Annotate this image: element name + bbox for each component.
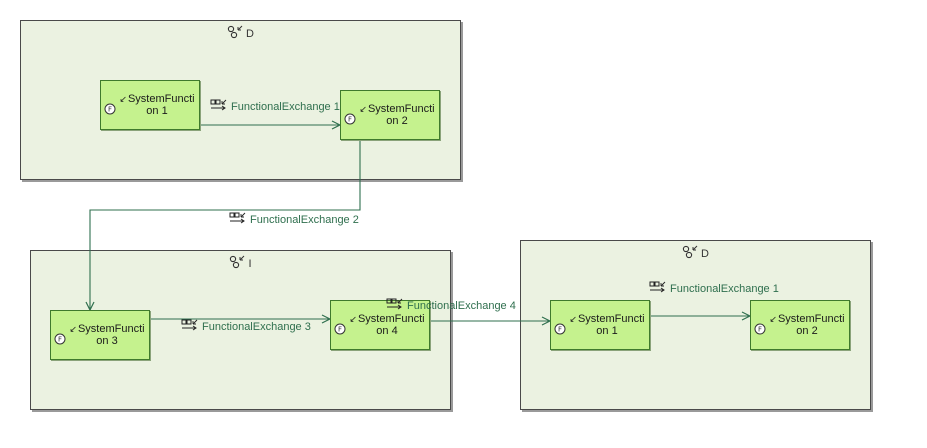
- exchange-label-fe1-right[interactable]: FunctionalExchange 1: [649, 281, 779, 296]
- functional-exchange-icon: [649, 281, 667, 296]
- function-f-icon: F: [54, 333, 66, 348]
- container-title: D: [21, 25, 460, 42]
- function-f-icon: F: [754, 323, 766, 338]
- container-title: I: [31, 255, 450, 272]
- function-name: SystemFunction 3: [77, 323, 145, 347]
- functional-exchange-icon: [210, 99, 228, 114]
- exchange-label-fe2[interactable]: FunctionalExchange 2: [229, 212, 359, 227]
- function-label: ↙SystemFunction 3: [69, 323, 145, 347]
- functional-exchange-icon: [386, 298, 404, 313]
- function-label: ↙SystemFunction 1: [569, 313, 645, 337]
- svg-text:F: F: [58, 336, 62, 344]
- container-title-text: I: [248, 257, 252, 270]
- container-title-text: D: [701, 247, 709, 260]
- container-title-text: D: [246, 27, 254, 40]
- actor-component-icon: [682, 245, 698, 262]
- exchange-name: FunctionalExchange 4: [407, 299, 516, 312]
- function-name: SystemFunction 2: [367, 103, 435, 127]
- svg-text:F: F: [108, 106, 112, 114]
- function-label: ↙SystemFunction 2: [359, 103, 435, 127]
- functional-exchange-icon: [229, 212, 247, 227]
- function-box-br-1[interactable]: F ↙SystemFunction 1: [550, 300, 650, 350]
- exchange-name: FunctionalExchange 1: [670, 282, 779, 295]
- function-box-bl-4[interactable]: F ↙SystemFunction 4: [330, 300, 430, 350]
- exchange-name: FunctionalExchange 2: [250, 213, 359, 226]
- exchange-label-fe3[interactable]: FunctionalExchange 3: [181, 319, 311, 334]
- function-label: ↙SystemFunction 4: [349, 313, 425, 337]
- actor-component-icon: [227, 25, 243, 42]
- functional-exchange-icon: [181, 319, 199, 334]
- function-box-tl-1[interactable]: F ↙SystemFunction 1: [100, 80, 200, 130]
- exchange-name: FunctionalExchange 3: [202, 320, 311, 333]
- function-name: SystemFunction 1: [577, 313, 645, 337]
- function-f-icon: F: [104, 103, 116, 118]
- exchange-label-fe4[interactable]: FunctionalExchange 4: [386, 298, 516, 313]
- function-box-bl-3[interactable]: F ↙SystemFunction 3: [50, 310, 150, 360]
- function-name: SystemFunction 2: [777, 313, 845, 337]
- svg-text:F: F: [758, 326, 762, 334]
- exchange-label-fe1-top[interactable]: FunctionalExchange 1: [210, 99, 340, 114]
- function-label: ↙SystemFunction 2: [769, 313, 845, 337]
- function-f-icon: F: [554, 323, 566, 338]
- function-box-tl-2[interactable]: F ↙SystemFunction 2: [340, 90, 440, 140]
- svg-text:F: F: [348, 116, 352, 124]
- exchange-name: FunctionalExchange 1: [231, 100, 340, 113]
- actor-component-icon: [229, 255, 245, 272]
- svg-text:F: F: [558, 326, 562, 334]
- container-title: D: [521, 245, 870, 262]
- function-name: SystemFunction 4: [357, 313, 425, 337]
- function-label: ↙SystemFunction 1: [119, 93, 195, 117]
- function-f-icon: F: [334, 323, 346, 338]
- function-f-icon: F: [344, 113, 356, 128]
- edge-fe2[interactable]: [90, 140, 361, 310]
- function-box-br-2[interactable]: F ↙SystemFunction 2: [750, 300, 850, 350]
- svg-text:F: F: [338, 326, 342, 334]
- function-name: SystemFunction 1: [127, 93, 195, 117]
